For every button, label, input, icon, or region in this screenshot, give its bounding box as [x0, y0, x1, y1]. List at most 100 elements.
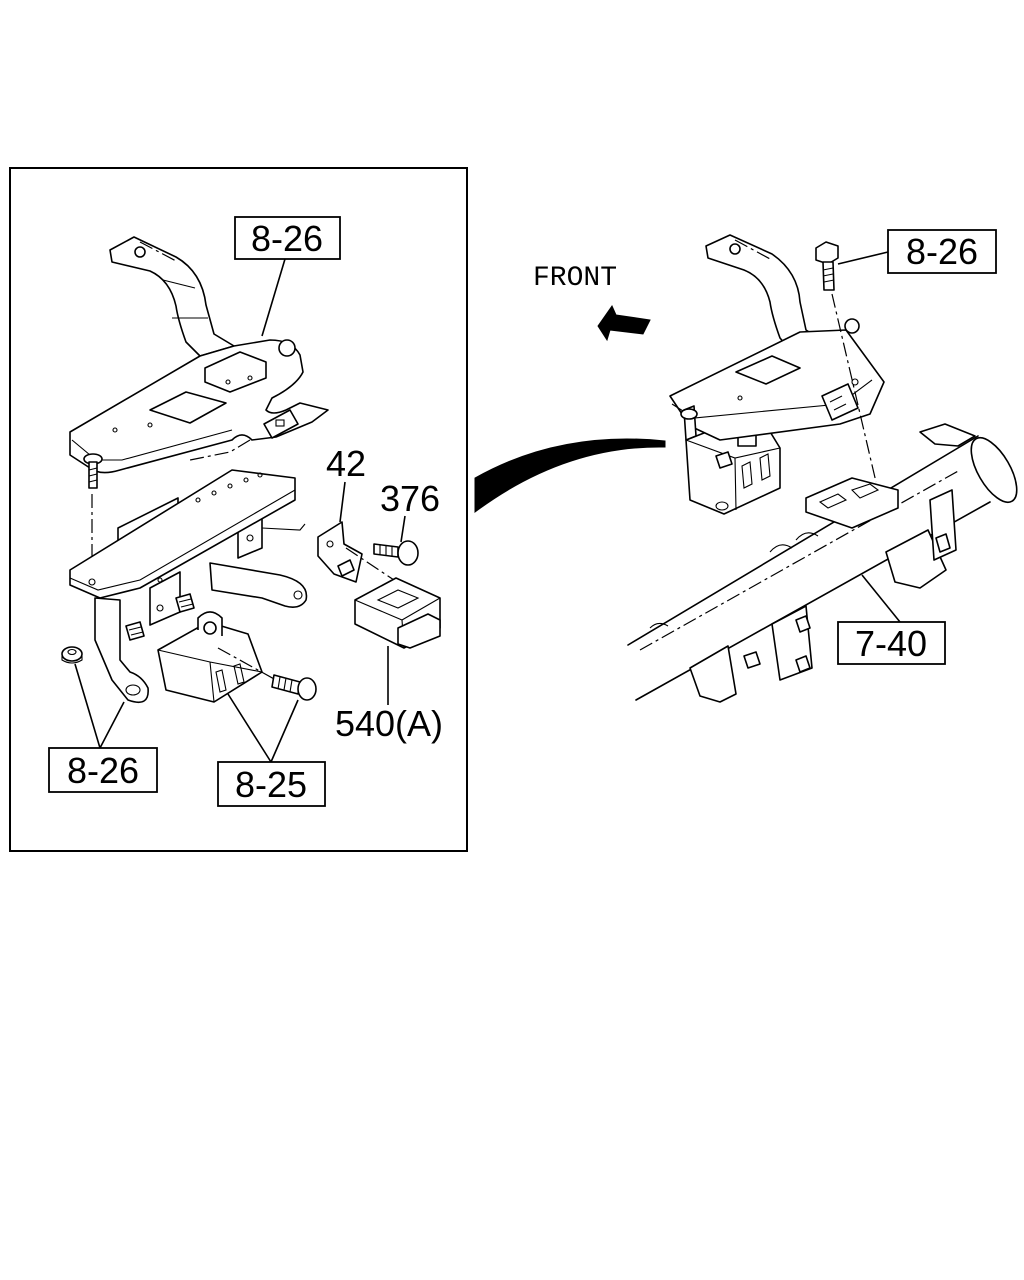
relay-540a: [354, 577, 441, 649]
bracket-42-hole: [326, 540, 334, 548]
callout-box: [48, 747, 158, 793]
main-bolt-head: [815, 241, 839, 265]
callout-box: [887, 229, 997, 274]
main-bracket-boss: [844, 318, 860, 334]
leader-line: [74, 663, 125, 749]
main-bracket-hole: [851, 378, 859, 386]
main-bracket: [669, 234, 885, 515]
tube-hanger-stud: [935, 533, 951, 553]
main-bracket-screw-head: [680, 408, 698, 420]
bolt-thread: [277, 676, 293, 693]
main-bracket-box-edge: [685, 439, 781, 511]
callout-box: [234, 216, 341, 260]
tube-bracket-plate: [805, 477, 899, 529]
tube-hanger-body: [885, 529, 947, 589]
bolt-shaft: [271, 674, 301, 695]
upper-bracket-hole: [247, 375, 253, 381]
tube-hanger-stud: [743, 651, 761, 669]
upper-bracket-label-pad: [149, 391, 227, 424]
upper-bracket-strap-hole: [134, 246, 146, 258]
upper-bracket-clip: [263, 409, 299, 439]
tube-hanger: [771, 605, 813, 681]
bolt-376: [373, 540, 419, 566]
main-bracket-strap-hole: [729, 243, 741, 255]
upper-bracket-strap: [109, 236, 235, 357]
detail-stud: [175, 593, 195, 613]
upper-bracket-strap-fold: [162, 279, 196, 289]
leader-line: [339, 481, 346, 523]
mounting-block-edge: [157, 649, 263, 703]
frame-tube-top-edge: [627, 435, 979, 646]
leader-line: [400, 515, 406, 543]
upper-bracket-strap-fold: [139, 241, 179, 263]
lower-bracket-wire-tab: [261, 523, 306, 531]
lower-bracket-arm: [209, 562, 308, 608]
bolt-axis-line: [831, 293, 877, 483]
nut-flange: [61, 656, 83, 664]
main-bracket-strap-fold: [734, 239, 773, 261]
tube-hanger-body: [689, 645, 737, 703]
upper-bracket-hole: [112, 427, 118, 433]
upper-bracket-hole: [147, 422, 153, 428]
callout-8-25: 8-25: [235, 764, 307, 805]
main-bracket-clip: [821, 383, 859, 421]
lower-bracket-hole: [211, 490, 217, 496]
callout-8-26-top: 8-26: [251, 218, 323, 259]
lower-bracket-hole: [227, 483, 233, 489]
callout-box: [837, 621, 946, 665]
tube-hanger: [885, 489, 957, 589]
upper-bracket-dash-edge: [189, 439, 251, 461]
frame-tube-flange: [919, 423, 976, 447]
detail-screw: [83, 453, 103, 489]
detail-bolt: [271, 674, 317, 701]
main-bracket-label-pad: [735, 355, 801, 385]
main-bolt-thread: [822, 267, 835, 283]
callout-8-26-bottom: 8-26: [67, 750, 139, 791]
lower-bracket: [69, 469, 308, 704]
lower-bracket-plate-edge: [69, 489, 296, 591]
detail-reference-arrow: [474, 438, 666, 513]
bracket-42: [317, 521, 363, 583]
leader-line: [837, 251, 889, 265]
screw-thread: [88, 467, 98, 483]
mounting-block-loop-hole: [203, 621, 217, 635]
tube-hanger: [689, 645, 761, 703]
mounting-block-slot: [215, 663, 245, 693]
detail-stud: [125, 621, 145, 641]
upper-bracket-hole: [225, 379, 231, 385]
tube-bump: [649, 532, 819, 629]
upper-bracket: [69, 236, 329, 474]
stud-thread: [128, 626, 144, 636]
tube-hanger-stud: [795, 655, 811, 673]
stud-body: [175, 593, 195, 613]
stud-thread: [178, 598, 194, 608]
lower-bracket-plate: [69, 469, 296, 599]
lower-bracket-hole: [156, 604, 164, 612]
detail-nut: [61, 646, 83, 664]
main-bracket-strap: [705, 234, 829, 353]
bracket-42-slot: [337, 559, 355, 577]
bolt-376-head: [397, 540, 419, 566]
frame-tube-end: [970, 437, 1018, 503]
leader-line: [227, 693, 299, 763]
main-bracket-hole: [737, 395, 743, 401]
bolt-axis-line: [217, 647, 277, 681]
bolt-axis-line: [345, 547, 401, 585]
lower-bracket-leg: [94, 597, 149, 704]
nut-hole: [67, 648, 77, 656]
callout-376: 376: [380, 478, 440, 519]
main-bracket-clip-slot: [829, 395, 847, 411]
lower-bracket-hole: [88, 578, 96, 586]
relay-connector: [397, 613, 441, 649]
lower-bracket-arm-hole: [293, 590, 303, 600]
upper-bracket-clip-slot: [275, 419, 285, 427]
main-bracket-stud: [715, 451, 733, 469]
lower-bracket-leg-hole: [125, 684, 141, 696]
main-bracket-plate: [669, 329, 885, 441]
leader-line: [261, 258, 286, 337]
main-bracket-box-slot: [741, 453, 771, 489]
relay-top-slot: [376, 589, 420, 609]
lower-bracket-hole: [243, 477, 249, 483]
main-bolt: [815, 241, 839, 291]
